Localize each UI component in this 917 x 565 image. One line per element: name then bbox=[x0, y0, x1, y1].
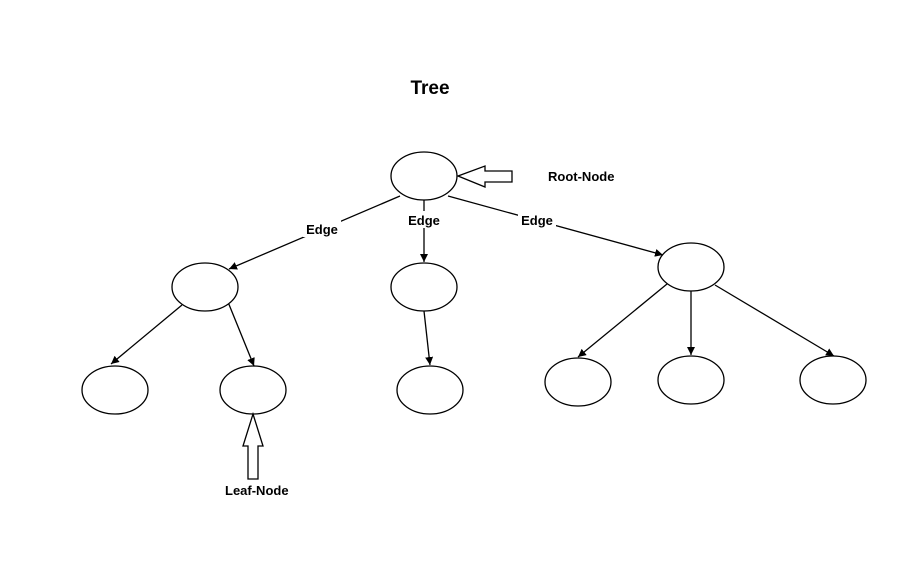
leaf-node-label: Leaf-Node bbox=[225, 483, 289, 498]
leaf-node-6 bbox=[799, 355, 867, 405]
leaf-pointer-arrow bbox=[242, 411, 264, 480]
diagram-title: Tree bbox=[410, 78, 449, 99]
edge-label-left: Edge bbox=[306, 222, 338, 237]
middle-node bbox=[390, 262, 458, 312]
leaf-node-4 bbox=[544, 357, 612, 407]
root-node-label: Root-Node bbox=[548, 169, 614, 184]
edge-left-child2 bbox=[227, 301, 255, 367]
leaf-node-3 bbox=[396, 365, 464, 415]
root-node bbox=[390, 151, 458, 201]
root-pointer-arrow bbox=[456, 165, 513, 188]
edge-label-right: Edge bbox=[521, 213, 553, 228]
edge-label-middle: Edge bbox=[408, 213, 440, 228]
edge-right-child1 bbox=[577, 283, 668, 358]
edge-right-child3 bbox=[714, 284, 835, 357]
leaf-node-1 bbox=[81, 365, 149, 415]
edge-middle-child bbox=[423, 310, 434, 366]
leaf-node-2 bbox=[219, 365, 287, 415]
leaf-node-5 bbox=[657, 355, 725, 405]
right-node bbox=[657, 242, 725, 292]
edge-left-child1 bbox=[110, 304, 183, 365]
left-node bbox=[171, 262, 239, 312]
